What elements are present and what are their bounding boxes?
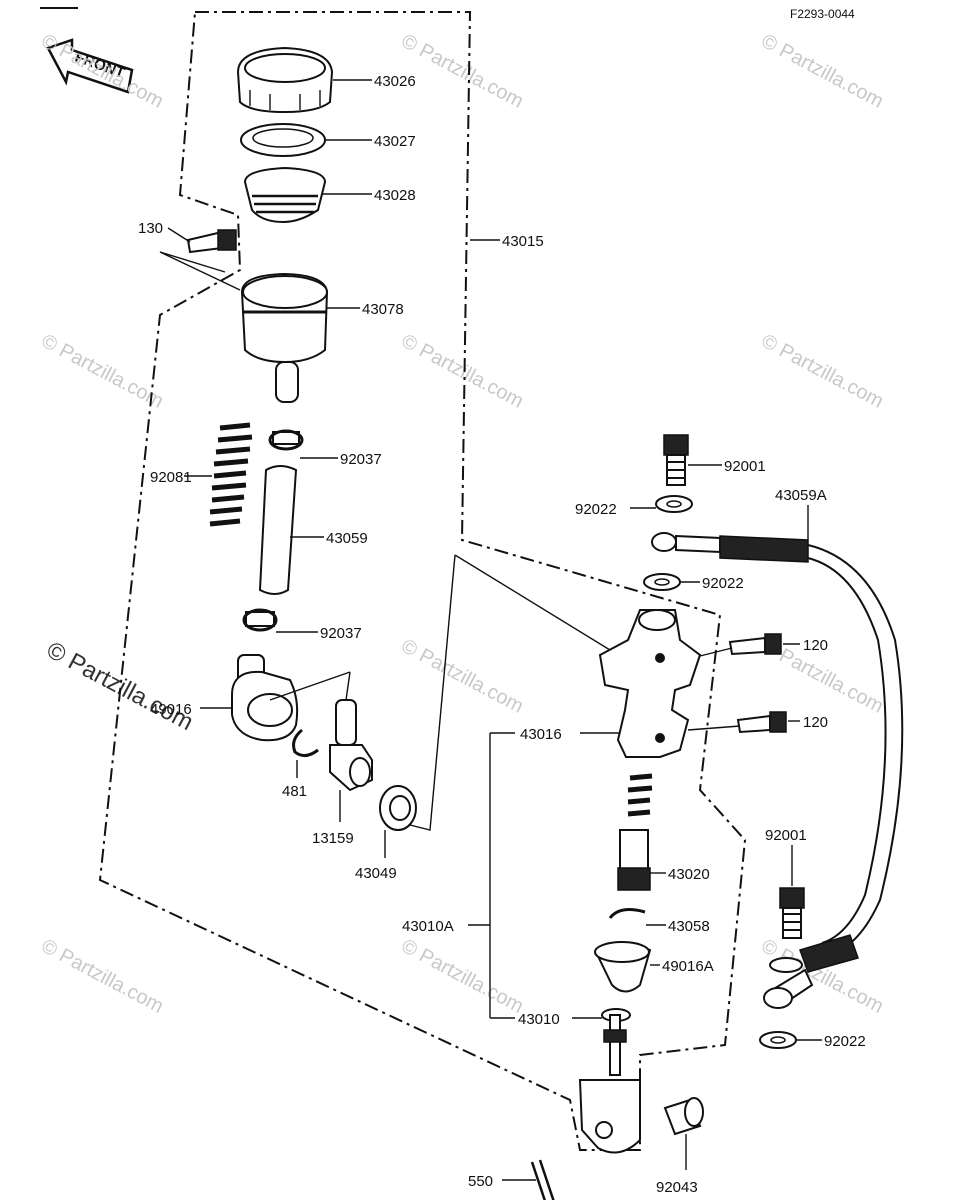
label-92043: 92043 (656, 1179, 698, 1196)
watermark: © Partzilla.com (398, 330, 527, 413)
watermark: © Partzilla.com (398, 635, 527, 718)
leader-line (454, 554, 611, 651)
banjo-bolt-92001-b (779, 887, 805, 939)
watermark: © Partzilla.com (758, 30, 887, 113)
label-92001-b: 92001 (765, 827, 807, 844)
watermark: © Partzilla.com (398, 935, 527, 1018)
label-49016: 49016 (150, 701, 192, 718)
label-92022-c: 92022 (824, 1033, 866, 1050)
hose-43059 (258, 465, 298, 595)
clamp-92037-b (242, 608, 278, 632)
label-43010A: 43010A (402, 918, 454, 935)
label-43058: 43058 (668, 918, 710, 935)
label-13159: 13159 (312, 830, 354, 847)
label-43020: 43020 (668, 866, 710, 883)
push-rod-43010 (578, 1008, 641, 1154)
label-120-b: 120 (803, 714, 828, 731)
label-43059A: 43059A (775, 487, 827, 504)
diaphragm-plate (240, 123, 326, 157)
washer-92022-b (643, 573, 681, 591)
pin-92043 (663, 1097, 704, 1136)
bolt-120-b (736, 711, 787, 734)
label-130: 130 (138, 220, 163, 237)
label-120-a: 120 (803, 637, 828, 654)
label-43027: 43027 (374, 133, 416, 150)
label-43078: 43078 (362, 301, 404, 318)
watermark: © Partzilla.com (38, 330, 167, 413)
piston-43020 (617, 773, 653, 891)
bolt-120-a (728, 633, 782, 656)
label-43015: 43015 (502, 233, 544, 250)
part-labels: 43026 43027 43028 130 43015 43078 92037 … (138, 73, 866, 1196)
diagram-code: F2293-0044 (790, 7, 855, 21)
label-92022-a: 92022 (575, 501, 617, 518)
clip-43058 (608, 908, 646, 919)
diaphragm (243, 166, 327, 224)
elbow-13159 (329, 699, 373, 792)
cotter-pin-550 (530, 1159, 555, 1200)
label-92037-b: 92037 (320, 625, 362, 642)
brake-hose-43059A (651, 532, 904, 1009)
watermark: © Partzilla.com (398, 30, 527, 113)
label-92037-a: 92037 (340, 451, 382, 468)
watermark: © Partzilla.com (758, 330, 887, 413)
label-43049: 43049 (355, 865, 397, 882)
label-92081: 92081 (150, 469, 192, 486)
reservoir-cap (236, 46, 334, 114)
label-43026: 43026 (374, 73, 416, 90)
label-481: 481 (282, 783, 307, 800)
joint-49016 (231, 654, 299, 742)
label-92001-a: 92001 (724, 458, 766, 475)
washer-92022-d (769, 957, 803, 973)
master-cylinder-body (598, 609, 702, 758)
label-49016A: 49016A (662, 958, 714, 975)
label-43016: 43016 (520, 726, 562, 743)
circlip-481 (292, 728, 319, 757)
washer-92022-a (655, 495, 693, 513)
spring-92081 (209, 422, 253, 527)
label-43010: 43010 (518, 1011, 560, 1028)
boot-49016A (594, 941, 652, 993)
banjo-bolt-92001-a (663, 434, 689, 486)
clamp-92037-a (268, 429, 304, 451)
label-550: 550 (468, 1173, 493, 1190)
bolt-130 (186, 229, 237, 254)
assembly-outline (98, 11, 747, 1151)
label-43028: 43028 (374, 187, 416, 204)
watermark: © Partzilla.com (38, 935, 167, 1018)
reservoir (240, 272, 329, 403)
watermark: © Partzilla.com (38, 30, 167, 113)
label-92022-b: 92022 (702, 575, 744, 592)
label-43059: 43059 (326, 530, 368, 547)
subassembly-line (409, 554, 456, 831)
grommet-43049 (379, 785, 417, 831)
washer-92022-c (759, 1031, 797, 1049)
watermark-large: © Partzilla.com (42, 636, 197, 736)
